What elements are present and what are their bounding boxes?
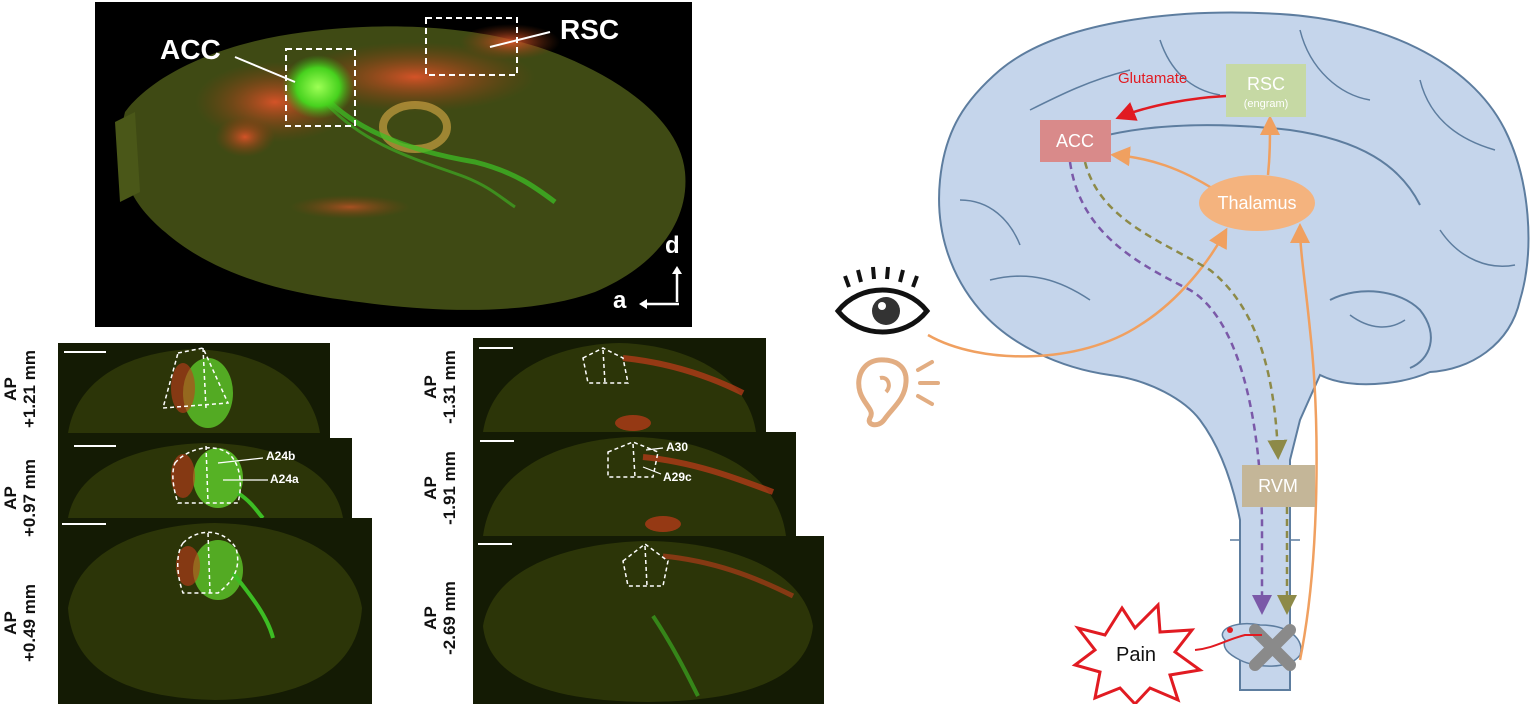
rsc-node-sublabel: (engram) bbox=[1244, 98, 1289, 110]
sagittal-brain-image: ACC RSC d a bbox=[95, 2, 692, 327]
dorsal-axis-label: d bbox=[665, 232, 680, 259]
scale-bar bbox=[478, 543, 512, 545]
descending-pathway-purple bbox=[1068, 161, 1272, 615]
ascending-pain-pathway bbox=[1290, 223, 1318, 661]
acc-node-label: ACC bbox=[1056, 131, 1094, 151]
ap-label-right-3: AP-2.69 mm bbox=[421, 581, 459, 655]
scale-bar bbox=[62, 523, 106, 525]
pain-label: Pain bbox=[1116, 644, 1156, 666]
rvm-node bbox=[1242, 465, 1315, 507]
a24b-label: A24b bbox=[266, 449, 296, 463]
ap-label-left-2: AP+0.97 mm bbox=[1, 459, 39, 537]
coronal-slice-right-2: A30 A29c bbox=[473, 432, 796, 536]
a24a-label: A24a bbox=[270, 472, 299, 486]
rsc-node-label: RSC bbox=[1247, 74, 1285, 94]
a29c-label: A29c bbox=[663, 470, 692, 484]
ap-label-left-1: AP+1.21 mm bbox=[1, 350, 39, 428]
thalamus-to-acc-arrow bbox=[1110, 146, 1216, 192]
scale-bar bbox=[480, 440, 514, 442]
coronal-slice-left-2: A24b A24a bbox=[58, 438, 352, 518]
thalamus-node-label: Thalamus bbox=[1217, 193, 1296, 213]
rsc-label: RSC bbox=[560, 14, 620, 45]
acc-node bbox=[1040, 120, 1111, 162]
ear-icon bbox=[856, 357, 940, 428]
ap-label-right-1: AP-1.31 mm bbox=[421, 350, 459, 424]
eye-icon bbox=[834, 266, 931, 335]
pain-circuit-diagram: Glutamate RSC (engram) ACC Thalamus RVM … bbox=[834, 11, 1530, 704]
scale-bar bbox=[74, 445, 116, 447]
descending-pathway-olive bbox=[1083, 161, 1288, 460]
scale-bar bbox=[64, 351, 106, 353]
rsc-node bbox=[1226, 64, 1306, 117]
glutamate-arrow bbox=[1115, 94, 1227, 121]
ap-label-right-2: AP-1.91 mm bbox=[421, 451, 459, 525]
pain-star-icon bbox=[1071, 601, 1204, 704]
pain-nerve-line bbox=[1194, 634, 1262, 651]
coronal-slice-right-3 bbox=[473, 536, 824, 704]
glutamate-label: Glutamate bbox=[1118, 70, 1187, 87]
acc-label: ACC bbox=[160, 34, 221, 65]
thalamus-to-rsc-arrow bbox=[1259, 115, 1280, 176]
coronal-slice-left-1 bbox=[58, 343, 330, 438]
ap-label-left-3: AP+0.49 mm bbox=[1, 584, 39, 662]
anterior-axis-label: a bbox=[613, 287, 627, 314]
coronal-slice-left-3 bbox=[58, 518, 372, 704]
a30-label: A30 bbox=[666, 440, 689, 454]
scale-bar bbox=[479, 347, 513, 349]
thalamus-node bbox=[1199, 175, 1315, 231]
coronal-slice-right-1 bbox=[473, 338, 766, 432]
rvm-node-label: RVM bbox=[1258, 476, 1298, 496]
